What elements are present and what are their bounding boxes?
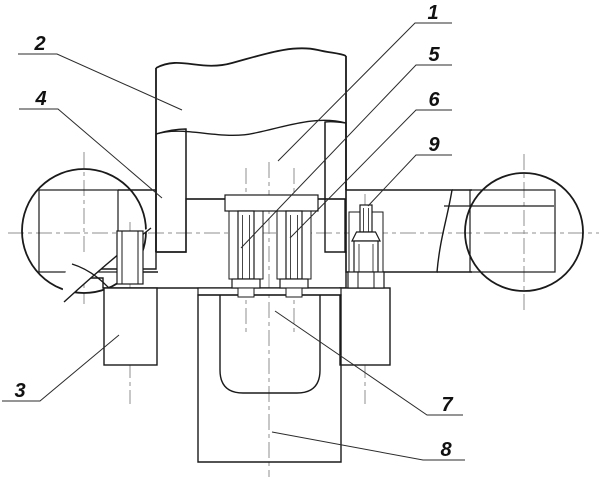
left-bolt-thread-lines: [121, 231, 139, 284]
leader-3: [2, 334, 120, 402]
small-stud-body-threads: [358, 244, 374, 272]
small-stud-pin: [359, 204, 373, 233]
leader-9: [367, 154, 452, 207]
stud-assembly: [186, 194, 345, 298]
column-top-break-line: [155, 47, 347, 69]
small-stud-pin-threads: [363, 208, 369, 232]
callout-5-label: 5: [428, 44, 440, 66]
right-bushing: [339, 287, 391, 366]
cap-plate: [224, 194, 319, 212]
callout-8-label: 8: [440, 439, 452, 461]
small-stud-nut-facets: [357, 272, 375, 288]
left-bushing: [103, 287, 158, 366]
leader-6: [289, 109, 452, 239]
callout-3-label: 3: [14, 380, 25, 402]
right-stud: [285, 210, 303, 280]
callout-4-label: 4: [34, 88, 46, 110]
left-stud-washer: [231, 278, 261, 289]
callout-leaders: [2, 22, 465, 461]
small-stud-nut: [347, 271, 385, 289]
left-stud-tab: [237, 287, 255, 298]
small-stud-collar: [351, 231, 381, 242]
callout-7-label: 7: [441, 394, 453, 416]
column-left-wall-section: [155, 128, 187, 253]
callout-1-label: 1: [427, 2, 438, 24]
callout-9-label: 9: [428, 134, 440, 156]
leader-7: [274, 310, 463, 416]
left-stud: [237, 210, 255, 280]
leader-8: [271, 431, 465, 461]
leader-5: [240, 64, 452, 249]
right-stud-tab: [285, 287, 303, 298]
callout-labels: 1 2 3 4 5 6 7 8 9: [14, 2, 453, 461]
right-stud-washer: [279, 278, 309, 289]
small-stud: [347, 204, 385, 289]
right-arm-section: [345, 189, 453, 273]
right-ball-bore: [469, 189, 556, 273]
callout-6-label: 6: [428, 89, 440, 111]
right-ball-joint: [437, 172, 584, 292]
callout-2-label: 2: [33, 33, 45, 55]
right-ball-outline: [464, 172, 584, 292]
rubber-top-plate: [197, 287, 342, 296]
small-stud-body: [353, 240, 379, 273]
bushings: [103, 287, 391, 366]
column-lower-break-line: [155, 119, 347, 136]
leader-2: [18, 53, 183, 111]
leader-4: [19, 108, 163, 199]
breakout-cutaway: [62, 227, 152, 303]
leader-1: [277, 22, 452, 162]
left-bolt-shank: [116, 230, 144, 285]
